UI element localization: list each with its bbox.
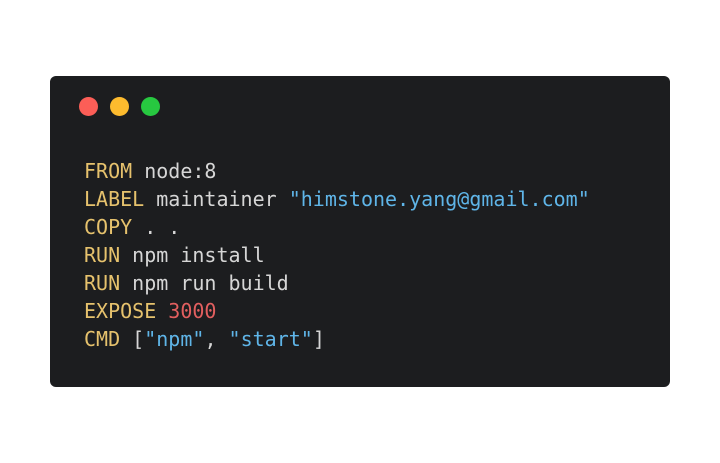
code-line: FROM node:8 bbox=[84, 157, 590, 185]
code-text: [ bbox=[120, 327, 145, 351]
code-string: "himstone.yang@gmail.com" bbox=[288, 187, 590, 211]
code-keyword: RUN bbox=[84, 271, 121, 295]
code-text bbox=[156, 299, 168, 323]
code-line: RUN npm run build bbox=[84, 269, 590, 297]
minimize-dot[interactable] bbox=[110, 97, 129, 116]
code-text: ] bbox=[312, 327, 325, 351]
close-dot[interactable] bbox=[79, 97, 98, 116]
code-string: "start" bbox=[228, 327, 313, 351]
code-line: CMD ["npm", "start"] bbox=[84, 325, 590, 353]
code-keyword: RUN bbox=[84, 243, 121, 267]
code-text: maintainer bbox=[144, 187, 289, 211]
code-text: node:8 bbox=[132, 159, 217, 183]
code-keyword: CMD bbox=[84, 327, 121, 351]
zoom-dot[interactable] bbox=[141, 97, 160, 116]
code-line: EXPOSE 3000 bbox=[84, 297, 590, 325]
code-text: npm install bbox=[120, 243, 265, 267]
code-text: . . bbox=[132, 215, 181, 239]
code-text: npm run build bbox=[120, 271, 289, 295]
code-keyword: FROM bbox=[84, 159, 133, 183]
code-number: 3000 bbox=[168, 299, 217, 323]
code-line: COPY . . bbox=[84, 213, 590, 241]
code-string: "npm" bbox=[144, 327, 205, 351]
code-keyword: COPY bbox=[84, 215, 133, 239]
code-line: LABEL maintainer "himstone.yang@gmail.co… bbox=[84, 185, 590, 213]
code-line: RUN npm install bbox=[84, 241, 590, 269]
code-keyword: EXPOSE bbox=[84, 299, 157, 323]
window-controls bbox=[79, 97, 160, 116]
code-text: , bbox=[204, 327, 229, 351]
code-keyword: LABEL bbox=[84, 187, 145, 211]
